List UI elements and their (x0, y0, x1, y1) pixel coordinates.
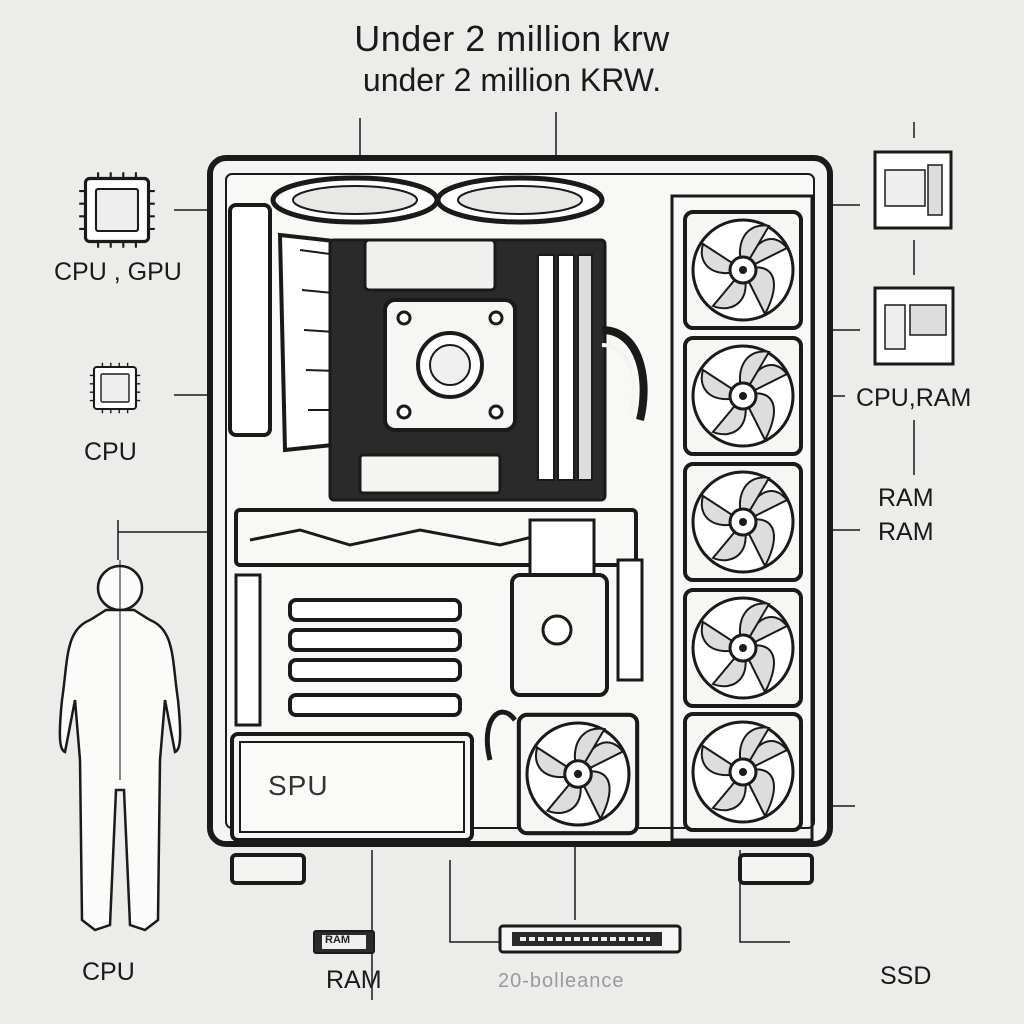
label-ram-right-1: RAM (878, 484, 934, 512)
label-cpu-gpu: CPU , GPU (54, 258, 182, 286)
label-ssd-bottom: SSD (880, 962, 932, 990)
ram-stick-text: RAM (325, 934, 351, 946)
graphics-card (234, 508, 644, 697)
front-fans (670, 194, 814, 842)
chip-icon (77, 170, 157, 250)
label-cpu-left: CPU (84, 438, 137, 466)
psu-label: SPU (268, 770, 329, 801)
ssd-icon (498, 924, 682, 954)
page-title: Under 2 million krw (354, 18, 670, 59)
page-subtitle: under 2 million KRW. (362, 62, 662, 98)
label-ram-right-2: RAM (878, 518, 934, 546)
person-icon (58, 560, 182, 932)
motherboard-icon (873, 150, 953, 230)
chip-icon-small (88, 361, 142, 415)
label-ram-bottom: RAM (326, 966, 382, 994)
label-faint-bottom: 20-bolleance (498, 970, 625, 992)
power-supply (230, 732, 474, 842)
label-cpu-bottom: CPU (82, 958, 135, 986)
ram-stick-icon (313, 930, 375, 954)
pcie-slots (234, 573, 462, 727)
motherboard (328, 238, 648, 502)
label-cpu-ram: CPU,RAM (856, 384, 972, 412)
bottom-fan (484, 709, 637, 833)
board-icon (873, 286, 955, 366)
